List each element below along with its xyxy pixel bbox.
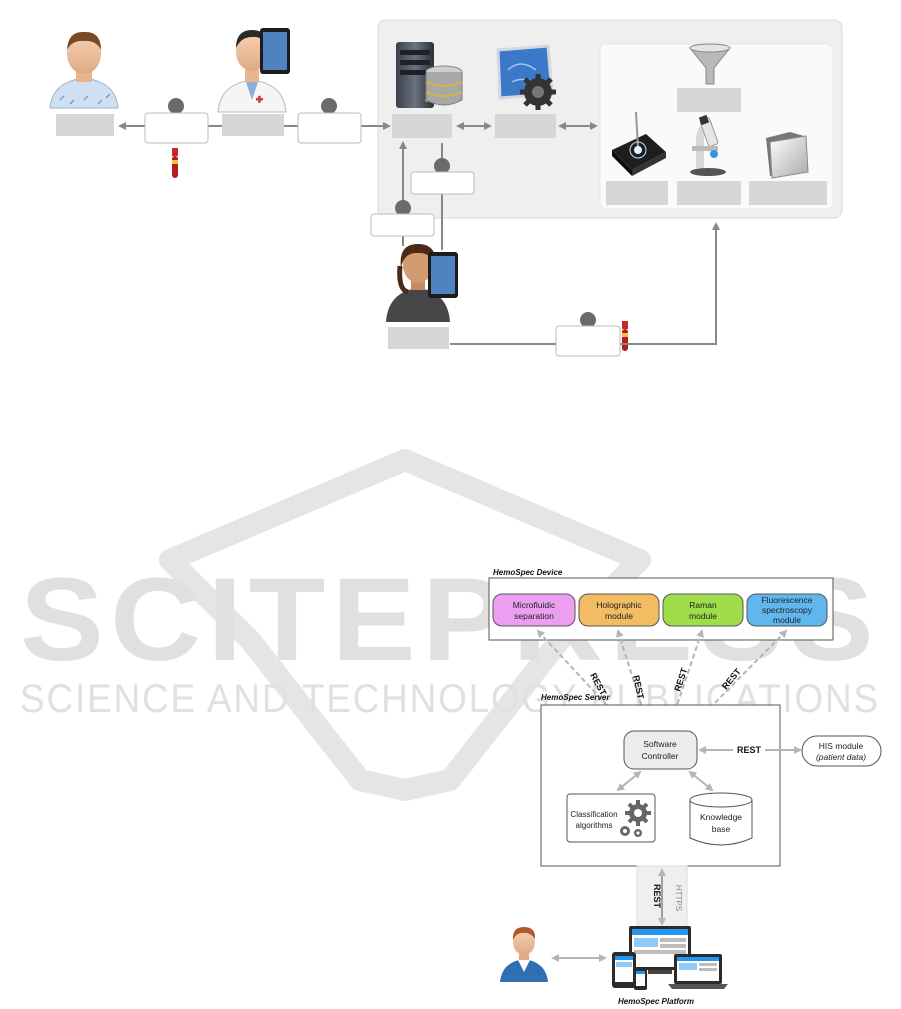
doctor-icon — [217, 28, 290, 113]
folder-icon — [766, 132, 809, 179]
device-module-fluorescence: Fluorescence spectroscopy module — [746, 593, 828, 627]
platform-title: HemoSpec Platform — [618, 997, 694, 1006]
filter-funnel-icon — [688, 43, 732, 85]
module-box — [662, 593, 744, 627]
gears-icon — [620, 800, 651, 837]
device-module-microfluidic: Microfluidic separation — [492, 593, 576, 627]
device-module-raman: Raman module — [662, 593, 744, 627]
step-label-box — [144, 112, 209, 144]
step-marker — [321, 98, 337, 114]
patient-label-box — [56, 114, 114, 136]
arrow-controller-classification — [616, 770, 642, 792]
module-label: Microfluidic — [513, 600, 556, 610]
nurse-icon — [386, 244, 458, 322]
device-module-holographic: Holographic module — [578, 593, 660, 627]
server-database-icon — [396, 42, 463, 108]
classification-algorithms-node[interactable]: Classification algorithms — [566, 793, 656, 843]
module-label: separation — [514, 611, 554, 621]
rest-his-label-bg — [733, 742, 765, 756]
his-module-node[interactable]: HIS module (patient data) — [801, 735, 882, 767]
rest-arrow-microfluidic — [536, 629, 630, 730]
step-label-box — [555, 325, 621, 357]
rest-label-his: REST — [737, 745, 762, 755]
classification-label: Classification — [570, 810, 617, 819]
step-label-box — [410, 171, 475, 195]
classification-label: algorithms — [576, 821, 613, 830]
folder-label-box — [749, 181, 827, 205]
module-label: module — [605, 611, 633, 621]
software-blueprint-icon — [496, 44, 556, 110]
https-label-platform: HTTPS — [674, 885, 683, 911]
module-box — [492, 593, 576, 627]
module-label: module — [773, 615, 801, 625]
microscope-label-box — [677, 181, 741, 205]
workflow-diagram — [49, 19, 843, 357]
funnel-label-box — [677, 88, 741, 112]
blood-tube-icon-2 — [622, 321, 628, 351]
arrow-controller-knowledge — [688, 770, 714, 792]
architecture-diagram: HemoSpec Device Microfluidic separation … — [488, 568, 882, 1006]
server-label-box — [392, 114, 452, 138]
rest-label-holographic: REST — [631, 674, 646, 700]
knowledge-base-cylinder — [689, 800, 753, 846]
nurse-label-box — [388, 327, 449, 349]
laser-device-icon — [612, 111, 666, 176]
controller-box — [623, 730, 698, 770]
step-label-box — [297, 112, 362, 144]
controller-label: Controller — [642, 751, 679, 761]
software-label-box — [495, 114, 556, 138]
step-marker — [395, 200, 411, 216]
blood-tube-icon-1 — [172, 148, 178, 178]
doctor-label-box — [222, 114, 284, 136]
module-label: Raman — [689, 600, 717, 610]
controller-label: Software — [643, 739, 677, 749]
watermark-book-shape — [159, 449, 651, 801]
his-label: (patient data) — [816, 752, 866, 762]
workflow-label-boxes — [56, 88, 827, 357]
software-controller-node[interactable]: Software Controller — [623, 730, 698, 770]
rest-label-platform: REST — [652, 884, 662, 909]
platform-devices-icon — [612, 926, 728, 990]
module-box — [746, 593, 828, 627]
knowledge-base-label: Knowledge — [700, 812, 742, 822]
knowledge-base-label: base — [712, 824, 731, 834]
device-title: HemoSpec Device — [493, 568, 563, 577]
module-label: Holographic — [596, 600, 642, 610]
step-marker — [168, 98, 184, 114]
microscope-icon — [690, 114, 726, 176]
workflow-step-markers — [168, 98, 596, 328]
module-label: module — [689, 611, 717, 621]
step-marker — [434, 158, 450, 174]
step-label-box — [370, 213, 435, 237]
knowledge-base-node[interactable]: Knowledge base — [689, 792, 753, 846]
step-marker — [580, 312, 596, 328]
patient-icon — [49, 31, 119, 109]
his-label: HIS module — [819, 741, 864, 751]
server-title: HemoSpec Server — [541, 693, 610, 702]
laser-label-box — [606, 181, 668, 205]
workflow-connectors — [118, 122, 720, 345]
module-label: Fluorescence — [761, 595, 812, 605]
his-box — [801, 735, 882, 767]
physician-icon — [500, 927, 548, 982]
module-label: spectroscopy — [762, 605, 813, 615]
module-box — [578, 593, 660, 627]
